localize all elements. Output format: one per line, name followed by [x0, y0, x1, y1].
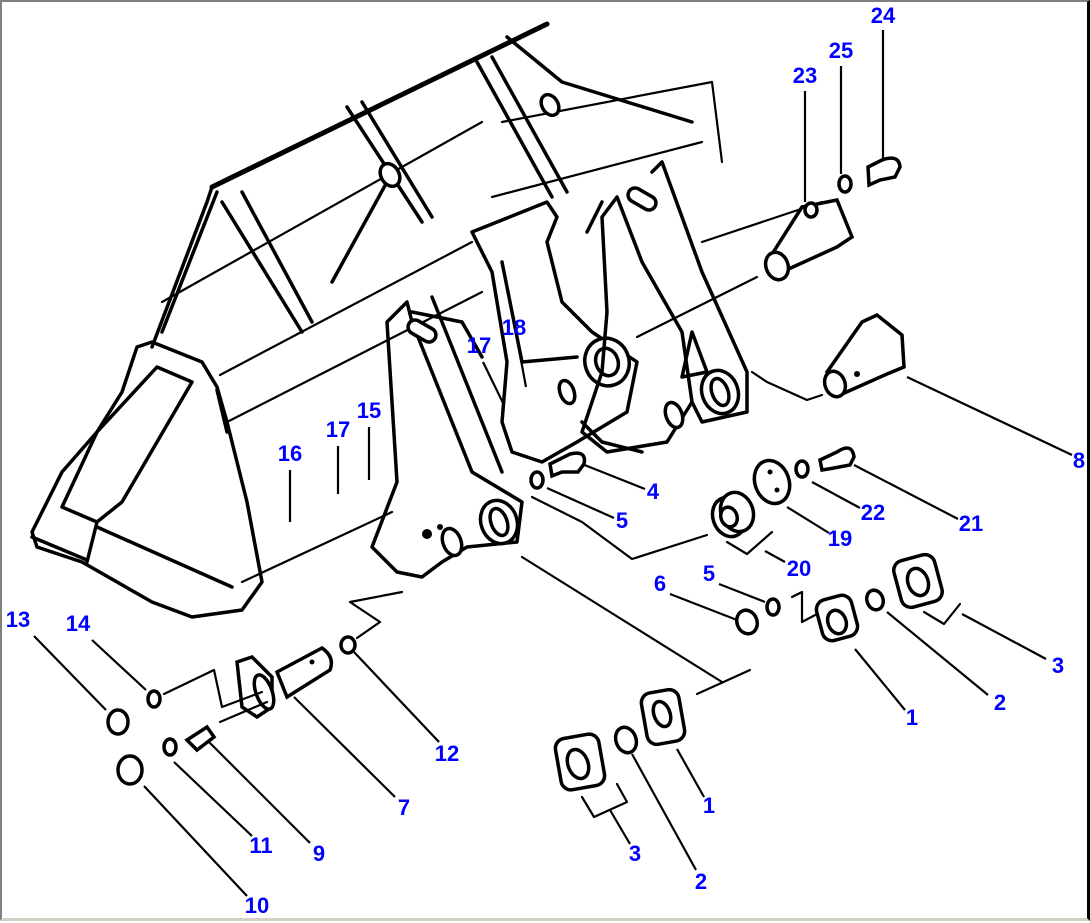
callout-6[interactable]: 6: [653, 571, 667, 596]
callout-3[interactable]: 3: [1051, 653, 1065, 678]
callout-23[interactable]: 23: [792, 63, 818, 88]
callout-12[interactable]: 12: [434, 741, 460, 766]
callout-21[interactable]: 21: [958, 511, 984, 536]
callout-2[interactable]: 2: [694, 869, 708, 894]
callout-9[interactable]: 9: [312, 841, 326, 866]
callout-18[interactable]: 18: [501, 315, 527, 340]
callout-3[interactable]: 3: [628, 841, 642, 866]
callout-13[interactable]: 13: [5, 607, 31, 632]
callout-4[interactable]: 4: [646, 479, 660, 504]
callout-5[interactable]: 5: [615, 508, 629, 533]
leader-lines: [33, 30, 1073, 897]
callout-14[interactable]: 14: [65, 611, 91, 636]
callout-15[interactable]: 15: [356, 398, 382, 423]
callout-22[interactable]: 22: [860, 500, 886, 525]
callout-5[interactable]: 5: [702, 561, 716, 586]
callout-25[interactable]: 25: [828, 38, 854, 63]
callout-17[interactable]: 17: [325, 417, 351, 442]
callout-11[interactable]: 11: [249, 833, 273, 858]
callout-24[interactable]: 24: [870, 3, 896, 28]
hinge-brackets: [370, 160, 824, 579]
callout-19[interactable]: 19: [827, 526, 853, 551]
callout-7[interactable]: 7: [397, 795, 411, 820]
callout-10[interactable]: 10: [244, 893, 270, 918]
callout-1[interactable]: 1: [905, 705, 919, 730]
bucket-body: [30, 21, 724, 619]
callout-8[interactable]: 8: [1072, 448, 1086, 473]
callout-17[interactable]: 17: [466, 333, 492, 358]
callout-16[interactable]: 16: [277, 441, 303, 466]
callout-1[interactable]: 1: [702, 793, 716, 818]
callout-2[interactable]: 2: [993, 690, 1007, 715]
parts: [106, 156, 962, 819]
callout-20[interactable]: 20: [786, 556, 812, 581]
